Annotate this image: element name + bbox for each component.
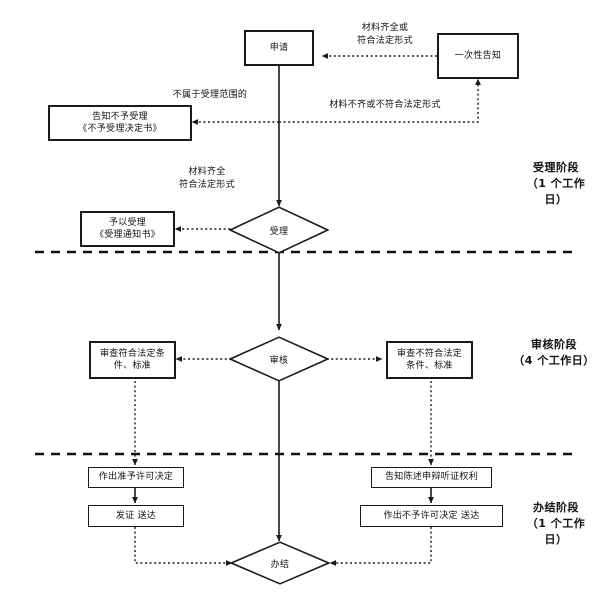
node-decision-deny[interactable]: 作出不予许可决定 送达 <box>360 505 503 527</box>
node-review-label: 审核 <box>269 355 289 366</box>
node-notice-rights[interactable]: 告知陈述申辩听证权利 <box>371 467 492 488</box>
node-accept-label: 受理 <box>269 226 289 237</box>
node-decision-grant-label: 作出准予许可决定 <box>98 472 174 483</box>
node-notice-rights-label: 告知陈述申辩听证权利 <box>384 472 478 483</box>
node-one-time-notice[interactable]: 一次性告知 <box>437 33 519 79</box>
node-decision-grant[interactable]: 作出准予许可决定 <box>88 467 184 488</box>
node-notice-no-accept[interactable]: 告知不予受理 《不予受理决定书》 <box>48 105 192 141</box>
stage-label-review: 审核阶段 （4 个工作日） <box>513 338 595 367</box>
node-review-conform[interactable]: 审查符合法定条 件、标准 <box>89 341 176 379</box>
node-one-time-notice-label: 一次性告知 <box>454 50 502 61</box>
node-complete[interactable]: 办结 <box>230 541 330 585</box>
node-grant-accept[interactable]: 予以受理 《受理通知书》 <box>80 211 175 247</box>
node-issue-deliver[interactable]: 发证 送达 <box>88 505 184 527</box>
node-review-conform-label: 审查符合法定条 件、标准 <box>99 348 166 371</box>
edge-label-materials-complete-legal: 材料齐全 符合法定形式 <box>179 167 235 190</box>
node-notice-no-accept-label: 告知不予受理 《不予受理决定书》 <box>78 111 162 134</box>
node-complete-label: 办结 <box>270 559 290 570</box>
node-decision-deny-label: 作出不予许可决定 送达 <box>383 510 480 521</box>
edge-label-materials-complete-or-legal: 材料齐全或 符合法定形式 <box>357 23 413 46</box>
stage-label-accept: 受理阶段 （1 个工作 日） <box>526 161 586 206</box>
node-review-not-conform-label: 审查不符合法定 条件、标准 <box>396 348 463 371</box>
node-grant-accept-label: 予以受理 《受理通知书》 <box>94 217 161 240</box>
stage-label-complete: 办结阶段 （1 个工作 日） <box>526 501 586 546</box>
node-issue-deliver-label: 发证 送达 <box>115 510 157 521</box>
edge-label-not-in-scope: 不属于受理范围的 <box>172 90 248 100</box>
node-accept[interactable]: 受理 <box>229 206 329 254</box>
node-review-not-conform[interactable]: 审查不符合法定 条件、标准 <box>386 341 473 379</box>
node-review[interactable]: 审核 <box>229 336 329 382</box>
edge-label-materials-incomplete-or-illegal: 材料不齐或不符合法定形式 <box>329 100 441 110</box>
node-apply-label: 申请 <box>269 42 289 53</box>
node-apply[interactable]: 申请 <box>244 30 314 66</box>
